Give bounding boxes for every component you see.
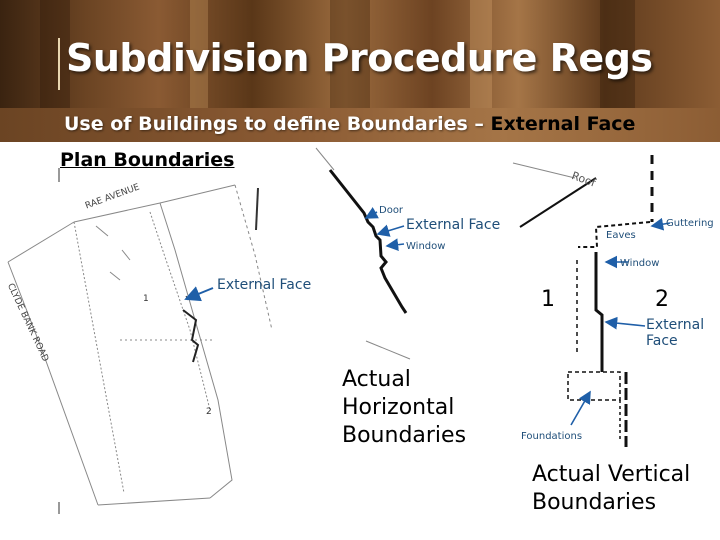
foundations-arrow — [570, 390, 591, 426]
foundations-box — [567, 371, 621, 401]
slide-subtitle: Use of Buildings to define Boundaries – … — [64, 113, 635, 135]
vertical-window-label: Window — [620, 258, 660, 269]
subtitle-band — [0, 108, 720, 142]
plan-building-outline — [182, 309, 200, 363]
horizontal-boundary-drawing — [315, 147, 411, 360]
lot-2-label: 2 — [206, 407, 212, 417]
window-arrow-h — [385, 238, 405, 252]
plan-external-face-arrow — [184, 286, 214, 302]
horizontal-external-face-label: External Face — [406, 217, 501, 233]
left-margin-mark-bottom — [58, 502, 60, 514]
door-label: Door — [379, 205, 404, 216]
eaves-label: Eaves — [606, 230, 636, 241]
lot-1-label: 1 — [143, 294, 149, 304]
left-margin-mark — [58, 168, 60, 182]
guttering-arrow — [650, 217, 671, 231]
horizontal-window-label: Window — [406, 241, 446, 252]
plan-boundaries-heading: Plan Boundaries — [60, 149, 235, 171]
subtitle-highlight: External Face — [490, 113, 636, 135]
door-arrow — [364, 207, 379, 219]
vertical-caption: Actual Vertical Boundaries — [532, 462, 691, 516]
vertical-boundary-drawing — [512, 155, 671, 447]
title-accent-line — [58, 38, 60, 90]
plan-external-face-label: External Face — [217, 277, 312, 293]
horizontal-caption: Actual Horizontal Boundaries — [342, 367, 467, 449]
survey-plan — [7, 184, 273, 506]
subtitle-main: Use of Buildings to define Boundaries – — [64, 113, 491, 135]
slide-title: Subdivision Procedure Regs — [66, 36, 653, 80]
horizontal-boundary-line — [328, 169, 408, 314]
foundations-label: Foundations — [521, 431, 583, 442]
side-1-label: 1 — [541, 287, 555, 312]
external-face-arrow-h — [376, 224, 405, 237]
vertical-external-face-line — [594, 252, 604, 372]
header-banner — [0, 0, 720, 108]
vertical-external-face-label: External Face — [646, 317, 705, 350]
external-face-arrow-v — [604, 316, 646, 330]
guttering-label: Guttering — [666, 218, 714, 229]
side-2-label: 2 — [655, 287, 669, 312]
